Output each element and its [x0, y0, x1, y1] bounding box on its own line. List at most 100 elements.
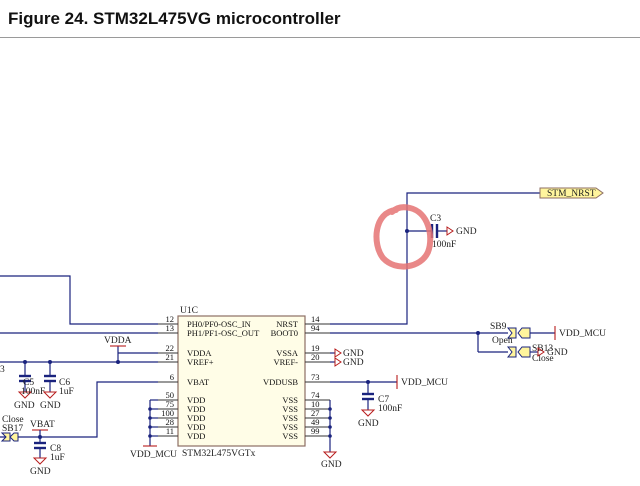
pin-name-vdda: VDDA [187, 348, 212, 358]
gnd-vref-minus-symbol: GND [334, 357, 364, 368]
vdd-mcu-bottom-symbol: VDD_MCU [130, 445, 177, 460]
net-stm-nrst: STM_NRST [547, 189, 596, 199]
junction-vddusb-c7 [366, 380, 370, 384]
pin-number-99: 99 [311, 426, 320, 436]
pin-number-74: 74 [311, 390, 320, 400]
gnd-vss-symbol: GND [321, 451, 342, 470]
mcu-right-pins: 14 94 19 20 73 74 10 27 49 99 NRST BOOT0… [263, 314, 330, 441]
right-wires [329, 192, 555, 452]
pin-number-50: 50 [166, 390, 175, 400]
net-vdd-mcu-vddusb: VDD_MCU [401, 378, 448, 388]
sb17-state: Close [2, 415, 24, 425]
c6-gnd: GND [40, 401, 61, 411]
c5-ref: C5 [23, 378, 34, 388]
solder-bridge-sb13: SB13 Close [506, 344, 554, 364]
capacitor-c7: C7 100nF GND [358, 392, 402, 429]
capacitor-edge-ref: 3 [0, 365, 5, 375]
junction-vdd-4 [148, 434, 152, 438]
pin-number-19: 19 [311, 343, 320, 353]
net-gnd-vref-minus: GND [343, 358, 364, 368]
c8-ref: C8 [50, 444, 61, 454]
c8-value: 1uF [50, 453, 65, 463]
pin-number-13: 13 [166, 323, 175, 333]
pin-name-vss-5: VSS [282, 431, 298, 441]
pin-number-22: 22 [166, 343, 175, 353]
pin-name-vss-2: VSS [282, 404, 298, 414]
net-vbat: VBAT [30, 420, 55, 430]
vdd-mcu-vddusb-symbol: VDD_MCU [396, 375, 448, 389]
annotation-circle [373, 204, 434, 270]
capacitor-c6: C6 1uF GND [40, 374, 74, 411]
sb9-ref: SB9 [490, 322, 507, 332]
pin-name-vdd-3: VDD [187, 413, 205, 423]
pin-name-vref-plus: VREF+ [187, 357, 214, 367]
title-divider [0, 37, 640, 38]
capacitor-c8: C8 1uF GND [30, 441, 65, 477]
left-wires [0, 275, 158, 446]
pin-number-20: 20 [311, 352, 320, 362]
pin-number-94: 94 [311, 323, 320, 333]
sb9-state: Open [492, 336, 513, 346]
junction-vdd-2 [148, 416, 152, 420]
c5-gnd: GND [14, 401, 35, 411]
capacitor-c3: C3 100nF GND [430, 214, 477, 250]
sb17-ref: SB17 [2, 424, 23, 434]
net-gnd-vssa: GND [343, 349, 364, 359]
pin-name-boot0: BOOT0 [271, 328, 298, 338]
c3-value: 100nF [432, 240, 456, 250]
pin-number-21: 21 [166, 352, 175, 362]
pin-number-100: 100 [161, 408, 174, 418]
pin-name-nrst: NRST [276, 319, 299, 329]
c6-ref: C6 [59, 378, 70, 388]
pin-name-vddusb: VDDUSB [263, 377, 298, 387]
junction-vdd-3 [148, 425, 152, 429]
pin-number-75: 75 [166, 399, 175, 409]
c3-ref: C3 [430, 214, 441, 224]
pin-name-vss-4: VSS [282, 422, 298, 432]
c7-value: 100nF [378, 404, 402, 414]
c3-gnd: GND [456, 227, 477, 237]
junction-vdd-1 [148, 407, 152, 411]
solder-bridge-sb9: SB9 Open [490, 322, 531, 346]
c8-gnd: GND [30, 467, 51, 477]
c7-ref: C7 [378, 395, 389, 405]
pin-name-vss-1: VSS [282, 395, 298, 405]
pin-number-28: 28 [166, 417, 175, 427]
junction-vref-c5 [23, 360, 27, 364]
c5-value: 100nF [21, 387, 45, 397]
pin-number-10: 10 [311, 399, 320, 409]
pin-number-49: 49 [311, 417, 320, 427]
junction-vss-1 [328, 407, 332, 411]
capacitor-c5: C5 100nF GND [14, 374, 45, 411]
junction-boot0 [476, 331, 480, 335]
net-label-stm-nrst: STM_NRST [539, 187, 604, 199]
pin-number-6: 6 [170, 372, 174, 382]
vdda-power-symbol: VDDA [104, 336, 132, 347]
pin-name-vssa: VSSA [276, 348, 299, 358]
junction-vss-2 [328, 416, 332, 420]
mcu-refdes: U1C [180, 306, 198, 316]
mcu-part-number: STM32L475VGTx [182, 449, 256, 459]
gnd-sb13-symbol: GND [537, 347, 568, 358]
sb13-state: Close [532, 354, 554, 364]
pin-name-vdd-4: VDD [187, 422, 205, 432]
junction-vdda [116, 360, 120, 364]
solder-bridge-sb17: Close SB17 [0, 415, 24, 442]
vbat-power-symbol: VBAT [30, 420, 55, 437]
net-vdda: VDDA [104, 336, 132, 346]
sb13-ref: SB13 [532, 344, 553, 354]
net-gnd-sb13: GND [547, 348, 568, 358]
junction-vss-4 [328, 434, 332, 438]
pin-name-vdd-1: VDD [187, 395, 205, 405]
pin-number-11: 11 [166, 426, 174, 436]
figure-title: Figure 24. STM32L475VG microcontroller [8, 9, 341, 28]
pin-name-vbat: VBAT [187, 377, 210, 387]
pin-name-ph0: PH0/PF0-OSC_IN [187, 319, 251, 329]
pin-number-12: 12 [166, 314, 175, 324]
junction-vref-c6 [48, 360, 52, 364]
net-vdd-mcu-bottom: VDD_MCU [130, 450, 177, 460]
net-vdd-mcu-sb9: VDD_MCU [559, 329, 606, 339]
mcu-left-pins: 12 13 22 21 6 50 75 100 28 11 PH0/PF0-OS… [158, 314, 260, 441]
pin-number-73: 73 [311, 372, 320, 382]
